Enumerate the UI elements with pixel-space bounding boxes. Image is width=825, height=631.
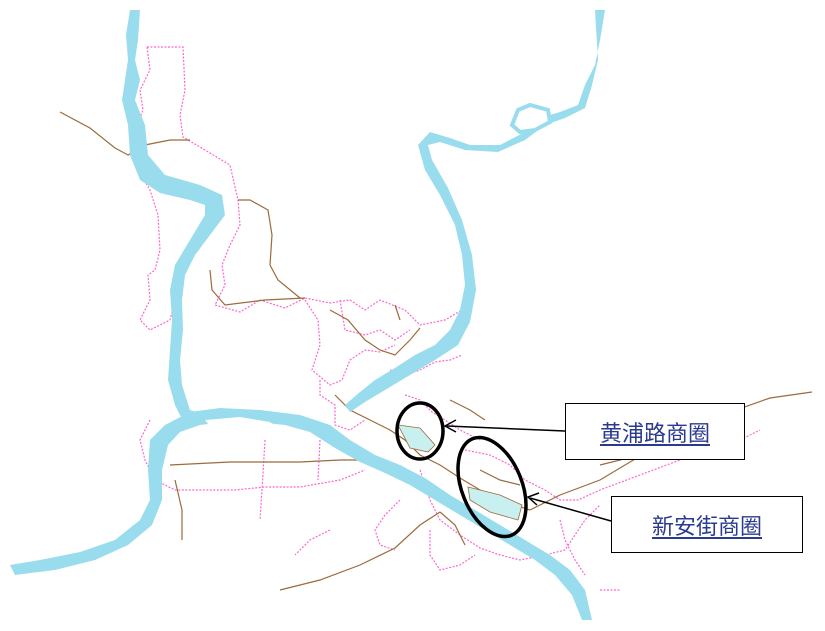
main-river bbox=[10, 408, 592, 620]
northwest-river bbox=[122, 10, 225, 425]
river-system bbox=[10, 10, 605, 620]
huangpu-road-arrow bbox=[446, 425, 566, 432]
river-island bbox=[205, 417, 285, 440]
huangpu-road-highlight-zone bbox=[397, 424, 436, 453]
upper-right-river-loop bbox=[509, 102, 553, 135]
xinan-street-highlight-zone bbox=[467, 486, 523, 521]
annotation-arrows bbox=[443, 419, 612, 522]
xinan-street-arrow bbox=[529, 497, 612, 522]
huangpu-road-ellipse bbox=[395, 401, 445, 461]
district-boundaries bbox=[134, 46, 761, 591]
xinan-street-label: 新安街商圈 bbox=[611, 496, 803, 553]
xinan-street-ellipse bbox=[456, 435, 528, 539]
huangpu-road-label: 黄浦路商圈 bbox=[565, 403, 745, 460]
